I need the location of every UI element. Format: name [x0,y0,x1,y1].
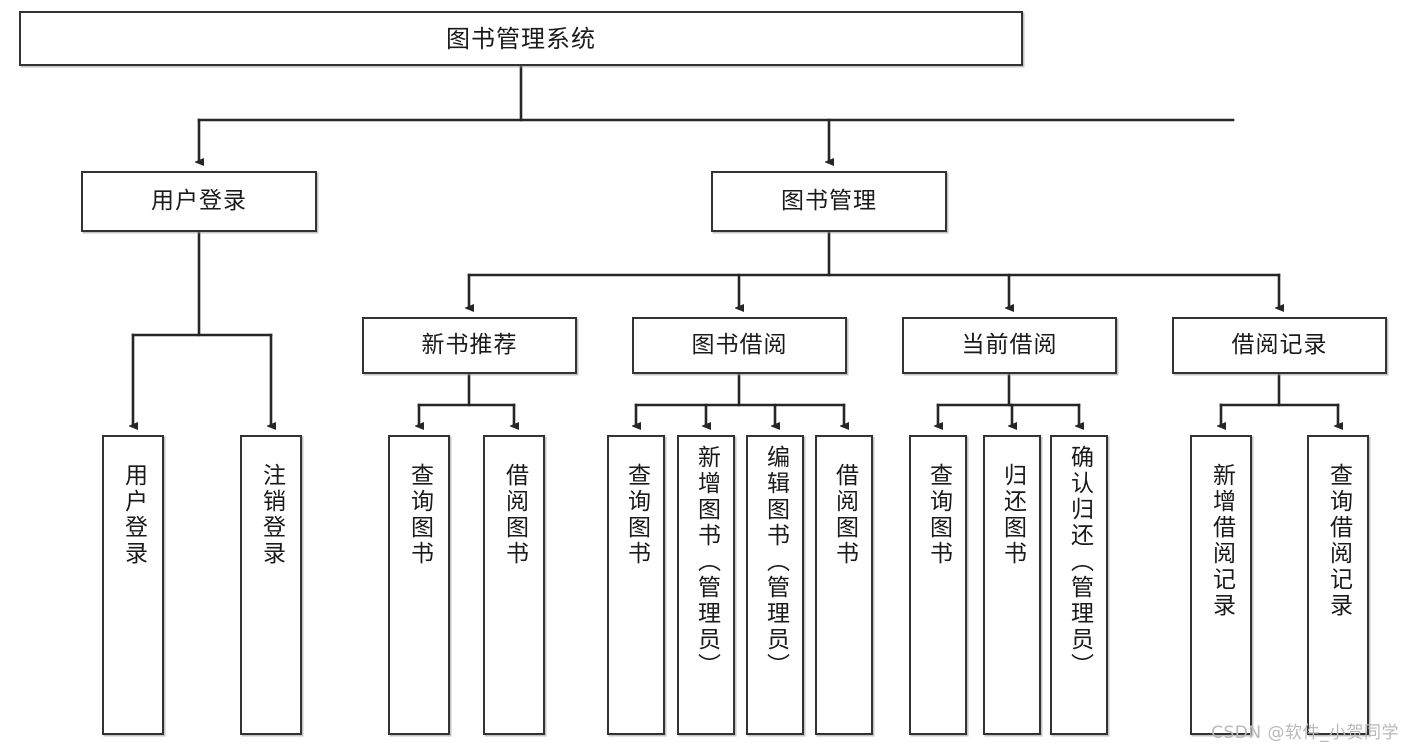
node-leaf-confirm-return[interactable]: 确认归还（管理员） [1050,435,1108,735]
node-leaf-user-login-label: 用户登录 [120,463,147,567]
node-book-manage[interactable]: 图书管理 [711,171,947,232]
node-leaf-user-logout[interactable]: 注销登录 [240,435,302,735]
node-root[interactable]: 图书管理系统 [19,11,1023,66]
node-borrow-record-label: 借阅记录 [1231,332,1328,359]
node-leaf-query-book-2[interactable]: 查询图书 [607,435,665,735]
node-leaf-borrow-book-2[interactable]: 借阅图书 [815,435,873,735]
node-new-book-rec[interactable]: 新书推荐 [362,317,577,374]
node-leaf-return-book-label: 归还图书 [999,463,1026,567]
node-leaf-borrow-book-1-label: 借阅图书 [501,463,528,567]
node-user-login-label: 用户登录 [151,188,247,215]
node-book-borrow-label: 图书借阅 [691,332,788,359]
node-leaf-add-book[interactable]: 新增图书（管理员） [677,435,735,735]
node-leaf-edit-book[interactable]: 编辑图书（管理员） [746,435,804,735]
node-leaf-user-logout-label: 注销登录 [258,463,285,567]
node-leaf-edit-book-label: 编辑图书（管理员） [762,445,789,679]
node-leaf-return-book[interactable]: 归还图书 [983,435,1041,735]
node-new-book-rec-label: 新书推荐 [421,332,518,359]
node-leaf-query-book-3[interactable]: 查询图书 [909,435,967,735]
node-leaf-borrow-book-1[interactable]: 借阅图书 [483,435,545,735]
node-leaf-query-book-2-label: 查询图书 [623,463,650,567]
node-borrow-record[interactable]: 借阅记录 [1172,317,1387,374]
node-leaf-user-login[interactable]: 用户登录 [102,435,164,735]
node-leaf-confirm-return-label: 确认归还（管理员） [1066,445,1093,679]
node-leaf-query-book-3-label: 查询图书 [925,463,952,567]
node-book-manage-label: 图书管理 [781,188,877,215]
node-leaf-query-book-1[interactable]: 查询图书 [388,435,450,735]
node-leaf-borrow-book-2-label: 借阅图书 [831,463,858,567]
node-user-login[interactable]: 用户登录 [81,171,317,232]
node-leaf-query-record-label: 查询借阅记录 [1325,463,1352,619]
node-current-borrow[interactable]: 当前借阅 [902,317,1117,374]
node-leaf-query-record[interactable]: 查询借阅记录 [1307,435,1369,735]
node-current-borrow-label: 当前借阅 [961,332,1058,359]
node-leaf-add-record-label: 新增借阅记录 [1208,463,1235,619]
node-book-borrow[interactable]: 图书借阅 [632,317,847,374]
node-leaf-add-book-label: 新增图书（管理员） [693,445,720,679]
node-root-label: 图书管理系统 [446,24,596,53]
node-leaf-query-book-1-label: 查询图书 [406,463,433,567]
node-leaf-add-record[interactable]: 新增借阅记录 [1190,435,1252,735]
